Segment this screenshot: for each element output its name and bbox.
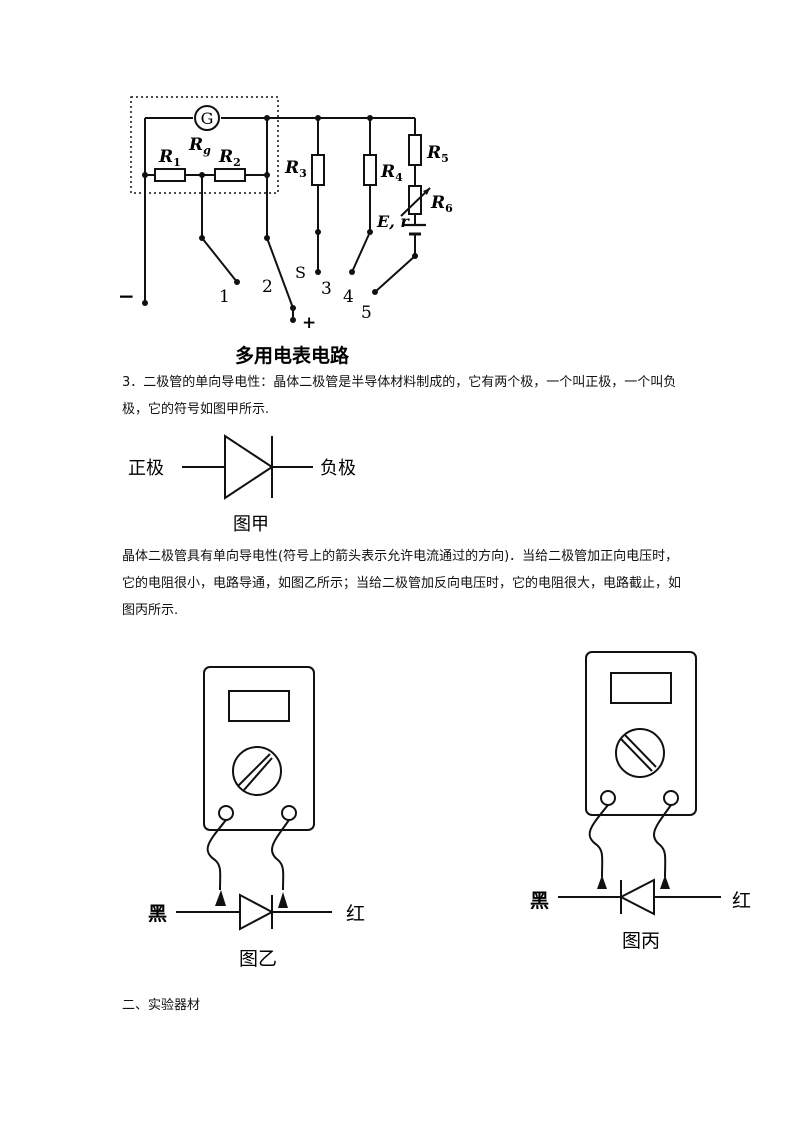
multimeter-dial-bing	[615, 728, 665, 778]
galvanometer	[194, 105, 220, 131]
r2-label: R	[218, 147, 233, 167]
svg-text:R1: R1	[158, 147, 181, 169]
svg-text:R5: R5	[426, 143, 449, 165]
plus-terminal-label: +	[302, 313, 316, 333]
terminal-1: 1	[219, 287, 230, 307]
multimeter-dial	[232, 746, 282, 796]
red-probe-jack	[281, 805, 297, 821]
svg-text:Rg: Rg	[188, 135, 211, 157]
r4-label: R	[380, 162, 395, 182]
black-label-yi: 黑	[148, 903, 167, 925]
cathode-label: 负极	[320, 458, 356, 479]
anode-label: 正极	[128, 458, 164, 479]
terminal-4: 4	[343, 287, 354, 307]
multimeter-display-bing	[610, 672, 672, 704]
figure-bing-reverse-bias: 黑 红 图丙	[530, 651, 751, 952]
r3-label: R	[284, 158, 299, 178]
source-label: E, r	[376, 212, 410, 231]
svg-text:R3: R3	[284, 158, 307, 180]
figure-yi-forward-bias: 黑 红 图乙	[148, 666, 365, 970]
red-label-yi: 红	[346, 903, 365, 925]
black-probe-jack-bing	[600, 790, 616, 806]
figure-bing-caption: 图丙	[622, 930, 660, 952]
r2-resistor	[214, 168, 246, 182]
dotted-box	[130, 96, 279, 194]
switch-label: S	[295, 263, 306, 282]
r4-resistor	[363, 154, 377, 186]
minus-terminal-label: −	[118, 284, 135, 308]
red-label-bing: 红	[732, 890, 751, 912]
diode-property-paragraph: 晶体二极管具有单向导电性(符号上的箭头表示允许电流通过的方向)．当给二极管加正向…	[122, 549, 682, 618]
section-title-equipment: 二、实验器材	[122, 998, 201, 1013]
terminal-3: 3	[321, 279, 332, 299]
multimeter-body-bing	[585, 651, 697, 816]
svg-text:R6: R6	[430, 193, 453, 215]
r5-label: R	[426, 143, 441, 163]
svg-text:R4: R4	[380, 162, 403, 184]
black-probe-jack	[218, 805, 234, 821]
terminal-5: 5	[361, 303, 372, 323]
red-probe-jack-bing	[663, 790, 679, 806]
r5-resistor	[408, 134, 422, 166]
r1-label: R	[158, 147, 173, 167]
multimeter-circuit-diagram: G Rg R1 R2 R3 R4 R5 R6 E, r S 1 2 3 4 5 …	[118, 96, 453, 367]
section-3-paragraph: 3．二极管的单向导电性：晶体二极管是半导体材料制成的，它有两个极，一个叫正极，一…	[122, 375, 677, 417]
multimeter-body	[203, 666, 315, 831]
galvanometer-label: G	[201, 109, 214, 128]
figure-jia-caption: 图甲	[233, 514, 269, 535]
figure-yi-caption: 图乙	[239, 948, 277, 970]
r6-label: R	[430, 193, 445, 213]
r3-resistor	[311, 154, 325, 186]
multimeter-display	[228, 690, 290, 722]
svg-text:R2: R2	[218, 147, 241, 169]
rg-label: R	[188, 135, 203, 155]
r6-resistor	[408, 185, 422, 215]
circuit-caption: 多用电表电路	[235, 344, 350, 367]
diode-symbol-figure: 正极 负极 图甲	[128, 434, 356, 535]
r1-resistor	[154, 168, 186, 182]
black-label-bing: 黑	[530, 890, 549, 912]
terminal-2: 2	[262, 277, 273, 297]
